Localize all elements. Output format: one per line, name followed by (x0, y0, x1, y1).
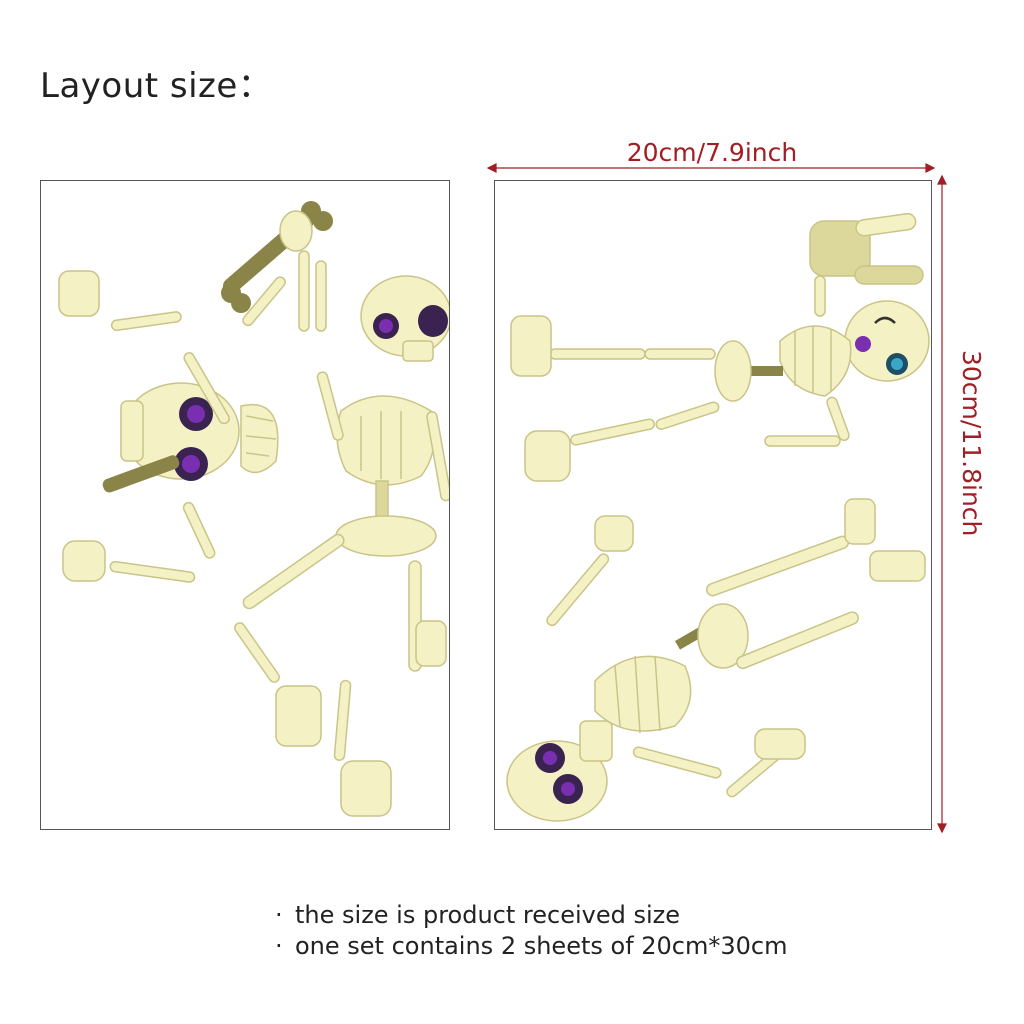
skull-right (360, 275, 449, 362)
layout-size-title: Layout size： (40, 66, 273, 106)
note-text: the size is product received size (295, 901, 681, 929)
skull-left (120, 382, 240, 481)
skeleton-illustration-1 (58, 201, 449, 817)
skull-top (844, 300, 930, 382)
bullet-icon: · (275, 932, 283, 960)
ribcage-right (335, 395, 437, 557)
ribcage-top (714, 325, 852, 402)
note-text: one set contains 2 sheets of 20cm*30cm (295, 932, 788, 960)
ribcage-bottom (594, 603, 749, 734)
width-dimension-label: 20cm/7.9inch (626, 138, 798, 167)
ribcage-left (240, 404, 279, 474)
height-dimension-label: 30cm/11.8inch (957, 350, 986, 537)
skull-bottom (506, 720, 613, 822)
note-item: · one set contains 2 sheets of 20cm*30cm (275, 931, 788, 962)
sticker-sheet-2 (494, 180, 932, 830)
peace-hand (809, 212, 924, 317)
skeleton-illustration-2 (506, 212, 930, 822)
sticker-sheet-1 (40, 180, 450, 830)
notes-list: · the size is product received size · one … (275, 900, 788, 962)
bullet-icon: · (275, 901, 283, 929)
note-item: · the size is product received size (275, 900, 788, 931)
